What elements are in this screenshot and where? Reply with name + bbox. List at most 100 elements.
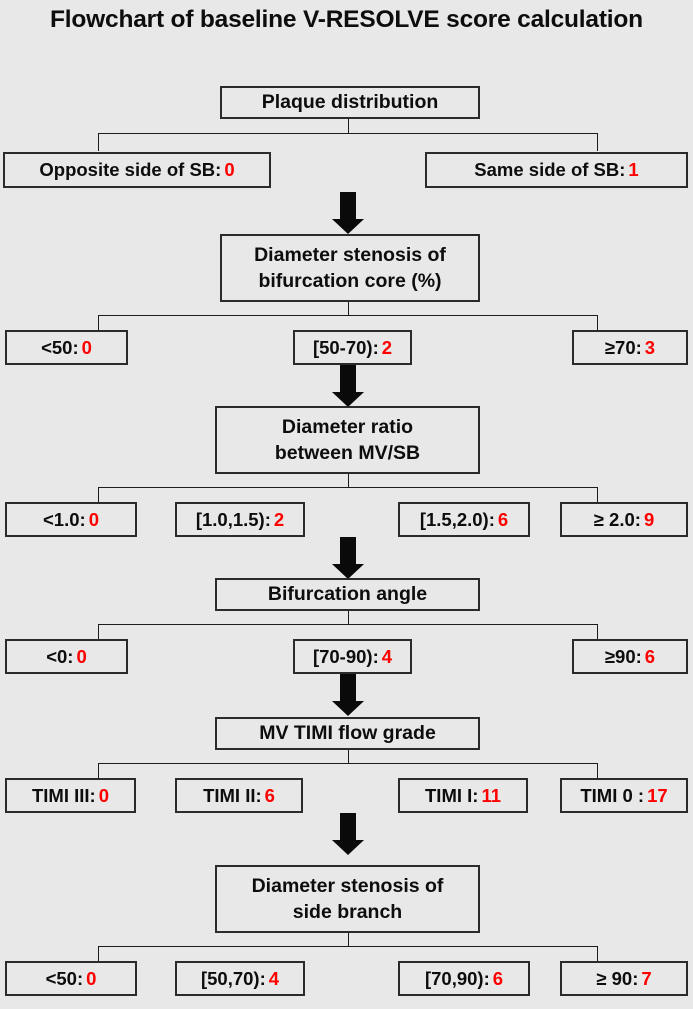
option-score: 0	[86, 967, 97, 989]
option-label: ≥70:	[604, 336, 642, 358]
stage-title-line1: MV TIMI flow grade	[259, 722, 436, 744]
option-label: ≥90:	[604, 645, 642, 667]
flow-arrow-1	[332, 192, 364, 234]
option-box-ratio-ge2-0: ≥ 2.0: 9	[560, 502, 688, 537]
bracket-plaque-distribution	[98, 119, 598, 151]
arrow-shaft	[340, 813, 356, 842]
option-label: TIMI I:	[425, 784, 479, 806]
option-box-stenosis-lt50: <50: 0	[5, 330, 128, 365]
option-label: ≥ 90:	[596, 967, 639, 989]
bracket-hbar	[98, 487, 598, 488]
option-box-angle-lt0: <0: 0	[5, 639, 128, 674]
bracket-stem	[348, 302, 349, 315]
option-box-ratio-1-5-2-0: [1.5,2.0): 6	[398, 502, 530, 537]
option-label: [50,70):	[200, 967, 266, 989]
bracket-hbar	[98, 763, 598, 764]
option-box-angle-ge90: ≥90: 6	[572, 639, 688, 674]
option-label: ≥ 2.0:	[593, 508, 641, 530]
option-score: 6	[644, 645, 656, 667]
option-label: <50:	[41, 336, 79, 358]
stage-box-plaque-distribution: Plaque distribution	[220, 86, 480, 119]
bracket-bifurcation-angle	[98, 611, 598, 641]
option-label: <50:	[45, 967, 84, 989]
stage-box-diameter-ratio-mv-sb: Diameter ratio between MV/SB	[215, 406, 480, 474]
option-label: [1.0,1.5):	[195, 508, 271, 530]
option-label: <0:	[46, 645, 74, 667]
arrow-shaft	[340, 674, 356, 703]
option-score: 11	[481, 784, 501, 806]
option-score: 4	[268, 967, 280, 989]
option-box-sb-stenosis-ge90: ≥ 90: 7	[560, 961, 688, 996]
option-score: 2	[273, 508, 285, 530]
stage-title-line2: bifurcation core (%)	[258, 270, 442, 292]
option-label: [70-90):	[312, 645, 379, 667]
option-box-opposite-side-of-sb: Opposite side of SB: 0	[3, 152, 271, 188]
option-score: 0	[76, 645, 87, 667]
option-label: <1.0:	[43, 508, 86, 530]
option-label: [70,90):	[424, 967, 490, 989]
stage-title-line1: Diameter stenosis of	[251, 874, 444, 897]
bracket-diameter-stenosis-bifurcation-core	[98, 302, 598, 332]
option-box-sb-stenosis-50-70: [50,70): 4	[175, 961, 305, 996]
option-box-timi-iii: TIMI III: 0	[5, 778, 136, 813]
option-score: 1	[628, 159, 639, 181]
option-box-sb-stenosis-70-90: [70,90): 6	[398, 961, 530, 996]
stage-title-line1: Diameter ratio	[281, 415, 414, 438]
bracket-stem	[348, 611, 349, 624]
bracket-diameter-ratio-mv-sb	[98, 474, 598, 504]
bracket-stem	[348, 119, 349, 133]
option-score: 6	[264, 784, 275, 806]
option-label: Opposite side of SB:	[39, 159, 222, 181]
option-score: 2	[381, 336, 393, 358]
arrow-shaft	[340, 192, 356, 221]
option-label: [1.5,2.0):	[419, 508, 495, 530]
stage-box-diameter-stenosis-side-branch: Diameter stenosis of side branch	[215, 865, 480, 933]
option-score: 7	[641, 967, 652, 989]
bracket-hbar	[98, 624, 598, 625]
option-box-ratio-1-0-1-5: [1.0,1.5): 2	[175, 502, 305, 537]
bracket-mv-timi-flow-grade	[98, 750, 598, 780]
option-box-ratio-lt1-0: <1.0: 0	[5, 502, 137, 537]
arrow-head	[332, 219, 364, 234]
option-score: 6	[492, 967, 504, 989]
option-label: Same side of SB:	[474, 159, 626, 181]
stage-title-line1: Plaque distribution	[261, 91, 439, 113]
option-box-timi-ii: TIMI II: 6	[175, 778, 303, 813]
option-score: 0	[88, 508, 99, 530]
bracket-drop-left	[98, 133, 99, 151]
option-score: 4	[381, 645, 393, 667]
option-box-same-side-of-sb: Same side of SB: 1	[425, 152, 688, 188]
stage-title-line2: side branch	[292, 901, 403, 923]
stage-box-diameter-stenosis-bifurcation-core: Diameter stenosis of bifurcation core (%…	[220, 234, 480, 302]
bracket-drop-right	[597, 133, 598, 151]
flow-arrow-2	[332, 365, 364, 407]
option-box-timi-0: TIMI 0 : 17	[560, 778, 688, 813]
option-score: 0	[98, 784, 109, 806]
bracket-stem	[348, 474, 349, 487]
bracket-hbar	[98, 315, 598, 316]
option-box-stenosis-ge70: ≥70: 3	[572, 330, 688, 365]
flow-arrow-3	[332, 537, 364, 579]
option-box-sb-stenosis-lt50: <50: 0	[5, 961, 137, 996]
option-label: TIMI II:	[203, 784, 262, 806]
option-label: TIMI III:	[31, 784, 96, 806]
arrow-head	[332, 564, 364, 579]
option-score: 6	[497, 508, 509, 530]
option-score: 9	[643, 508, 655, 530]
bracket-diameter-stenosis-side-branch	[98, 933, 598, 963]
arrow-head	[332, 840, 364, 855]
arrow-head	[332, 392, 364, 407]
page-title: Flowchart of baseline V-RESOLVE score ca…	[50, 6, 643, 33]
bracket-hbar	[98, 946, 598, 947]
flow-arrow-5	[332, 813, 364, 855]
arrow-shaft	[340, 537, 356, 566]
option-box-angle-70-90: [70-90): 4	[293, 639, 412, 674]
option-box-timi-i: TIMI I: 11	[398, 778, 528, 813]
arrow-head	[332, 701, 364, 716]
stage-title-line2: between MV/SB	[274, 442, 421, 464]
bracket-stem	[348, 750, 349, 763]
stage-box-bifurcation-angle: Bifurcation angle	[215, 578, 480, 611]
stage-title-line1: Diameter stenosis of	[254, 243, 446, 266]
option-label: [50-70):	[312, 336, 379, 358]
arrow-shaft	[340, 365, 356, 394]
